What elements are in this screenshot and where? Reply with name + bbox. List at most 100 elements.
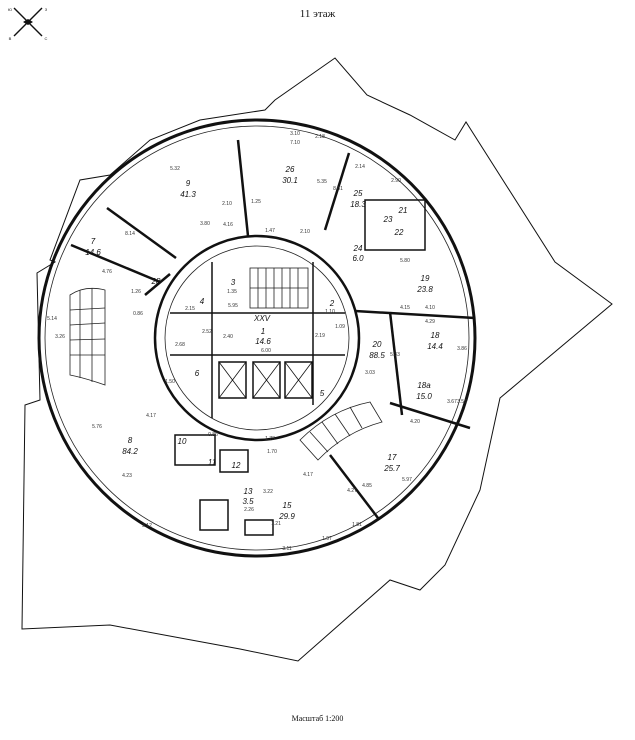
dimension-label: 0.86 (133, 311, 143, 317)
dimension-label: 1.26 (131, 289, 141, 295)
dimension-label: 4.17 (303, 472, 313, 478)
room-15-number: 15 (283, 501, 292, 510)
dimension-label: 5.33 (390, 352, 400, 358)
room-28-number: 28 (151, 277, 161, 286)
room-11-number: 11 (208, 458, 216, 467)
dimension-label: 2.52 (202, 329, 212, 335)
room-labels: 9 41.3 26 30.1 25 18.3 7 14.6 28 23 21 2… (85, 165, 443, 521)
room-26-number: 26 (285, 165, 295, 174)
dimension-label: 3.86 (457, 346, 467, 352)
room-23-number: 23 (383, 215, 393, 224)
dimension-labels: 5.32 3.10 7.10 2.18 5.35 8.61 2.14 2.90 … (47, 131, 467, 552)
dimension-label: 3.10 (290, 131, 300, 137)
dimension-label: 5.32 (170, 166, 180, 172)
dimension-label: 2.10 (222, 201, 232, 207)
dimension-label: 2.26 (244, 507, 254, 513)
compass-label-2: З (45, 7, 48, 12)
room-20-number: 20 (372, 340, 382, 349)
dimension-label: 4.23 (122, 473, 132, 479)
room-15-area: 29.9 (278, 512, 295, 521)
dimension-label: 4.16 (223, 222, 233, 228)
elevators (218, 361, 313, 399)
room-1-number: 1 (261, 327, 265, 336)
dimension-label: 1.97 (322, 536, 332, 542)
room-25-area: 18.3 (350, 200, 366, 209)
dimension-label: 2.68 (175, 342, 185, 348)
dimension-label: 1.35 (227, 289, 237, 295)
room-9-area: 41.3 (180, 190, 196, 199)
dimension-label: 2.40 (223, 334, 233, 340)
dimension-label: 1.10 (325, 309, 335, 315)
dimension-label: 1.73 (265, 436, 275, 442)
dimension-label: 1.50 (165, 379, 175, 385)
room-7-area: 14.6 (85, 248, 101, 257)
room-7-number: 7 (91, 237, 96, 246)
room-12-number: 12 (232, 461, 241, 470)
room-24-area: 6.0 (352, 254, 364, 263)
dimension-label: 8.61 (333, 186, 343, 192)
room-18-number: 18 (431, 331, 440, 340)
dimension-label: 5.14 (47, 316, 57, 322)
dimension-label: 1.70 (267, 449, 277, 455)
dimension-label: 2.15 (185, 306, 195, 312)
dimension-label: 2.18 (315, 134, 325, 140)
room-25-number: 25 (353, 189, 363, 198)
core-inner (164, 245, 350, 431)
dimension-label: 2.14 (355, 164, 365, 170)
room-21-number: 21 (398, 206, 408, 215)
room-26-area: 30.1 (282, 176, 298, 185)
terrace-outline (21, 57, 613, 662)
core-walls (170, 262, 345, 418)
dimension-label: 2.19 (315, 333, 325, 339)
room-24-number: 24 (353, 244, 363, 253)
room-6-number: 6 (195, 369, 200, 378)
room-19-area: 23.8 (416, 285, 433, 294)
dimension-label: 5.76 (92, 424, 102, 430)
room-4-number: 4 (200, 297, 205, 306)
core-stair (249, 267, 309, 309)
dimension-label: 5.97 (402, 477, 412, 483)
dimension-label: 1.81 (352, 522, 362, 528)
compass-label-4: С (45, 36, 48, 41)
room-18a-number: 18а (417, 381, 431, 390)
floor-title: 11 этаж (299, 8, 336, 20)
room-17-number: 17 (388, 453, 397, 462)
dimension-label: 4.85 (362, 483, 372, 489)
service-rooms (174, 199, 426, 536)
room-13-number: 13 (244, 487, 253, 496)
dimension-label: 6.00 (261, 348, 271, 354)
dimension-label: 3.11 (282, 546, 292, 552)
radial-walls (70, 139, 476, 519)
room-13-area: 3.5 (242, 497, 254, 506)
dimension-label: 5.95 (228, 303, 238, 309)
dimension-label: 3.80 (200, 221, 210, 227)
dimension-label: 3.56 (457, 399, 467, 405)
room-18-area: 14.4 (427, 342, 443, 351)
dimension-label: 3.26 (55, 334, 65, 340)
dimension-label: 4.27 (347, 488, 357, 494)
dimension-label: 5.80 (400, 258, 410, 264)
room-8-area: 84.2 (122, 447, 138, 456)
dimension-label: 1.25 (251, 199, 261, 205)
dimension-label: 7.10 (290, 140, 300, 146)
dimension-label: 1.47 (265, 228, 275, 234)
room-3-number: 3 (231, 278, 236, 287)
dimension-label: 1.09 (335, 324, 345, 330)
right-stair (299, 401, 383, 461)
room-2-number: 2 (329, 299, 335, 308)
compass-label-1: Ю (8, 7, 12, 12)
dimension-label: 4.20 (410, 419, 420, 425)
dimension-label: 2.10 (300, 229, 310, 235)
dimension-label: 4.10 (425, 305, 435, 311)
compass-icon: Ю З В С (8, 7, 48, 41)
room-10-number: 10 (178, 437, 187, 446)
core-outer (153, 234, 361, 442)
dimension-label: 3.67 (447, 399, 457, 405)
left-stair (69, 287, 106, 386)
outer-facade-inner (44, 125, 470, 551)
dimension-label: 4.15 (400, 305, 410, 311)
room-17-area: 25.7 (383, 464, 400, 473)
room-20-area: 88.5 (369, 351, 385, 360)
room-18a-area: 15.0 (416, 392, 432, 401)
